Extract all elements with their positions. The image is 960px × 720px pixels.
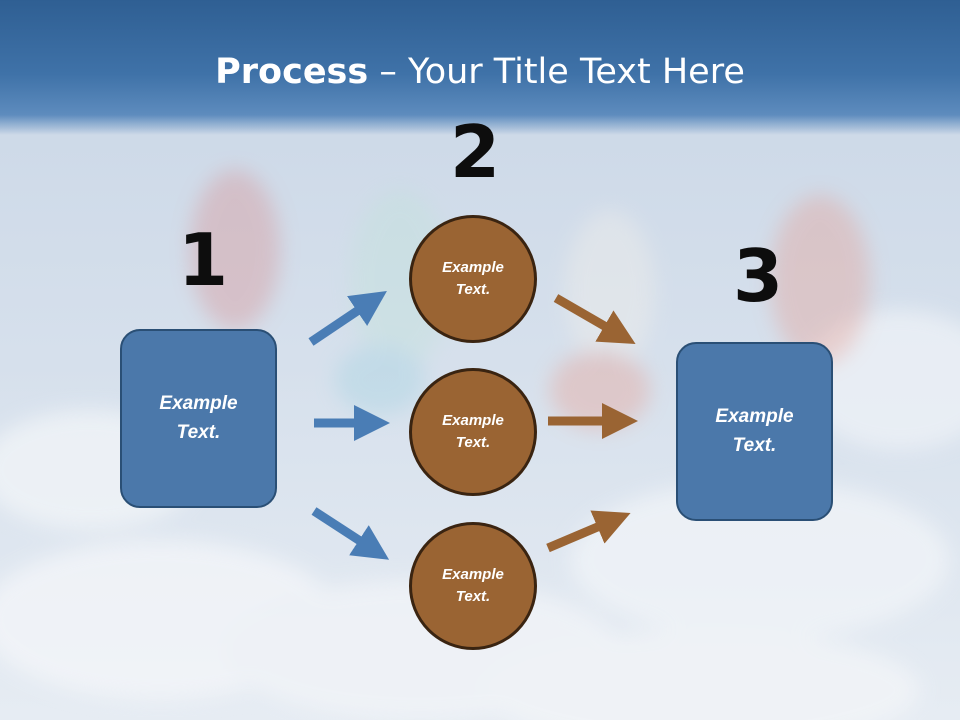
arrow-from-circle-bottom bbox=[546, 510, 631, 553]
arrow-from-circle-top bbox=[553, 294, 636, 345]
circle-top: Example Text. bbox=[409, 215, 537, 343]
left-process-box: Example Text. bbox=[120, 329, 277, 508]
circle-bottom: Example Text. bbox=[409, 522, 537, 650]
title-rest: – Your Title Text Here bbox=[368, 52, 745, 92]
step-number-1: 1 bbox=[178, 218, 229, 302]
step-number-3: 3 bbox=[733, 234, 784, 318]
arrow-to-circle-bottom bbox=[311, 507, 390, 560]
arrow-to-circle-top bbox=[308, 290, 387, 346]
circle-middle: Example Text. bbox=[409, 368, 537, 496]
step-number-2: 2 bbox=[450, 110, 501, 194]
title-band bbox=[0, 0, 960, 135]
slide-title: Process – Your Title Text Here bbox=[0, 52, 960, 92]
right-process-box: Example Text. bbox=[676, 342, 833, 521]
title-bold: Process bbox=[215, 52, 369, 92]
